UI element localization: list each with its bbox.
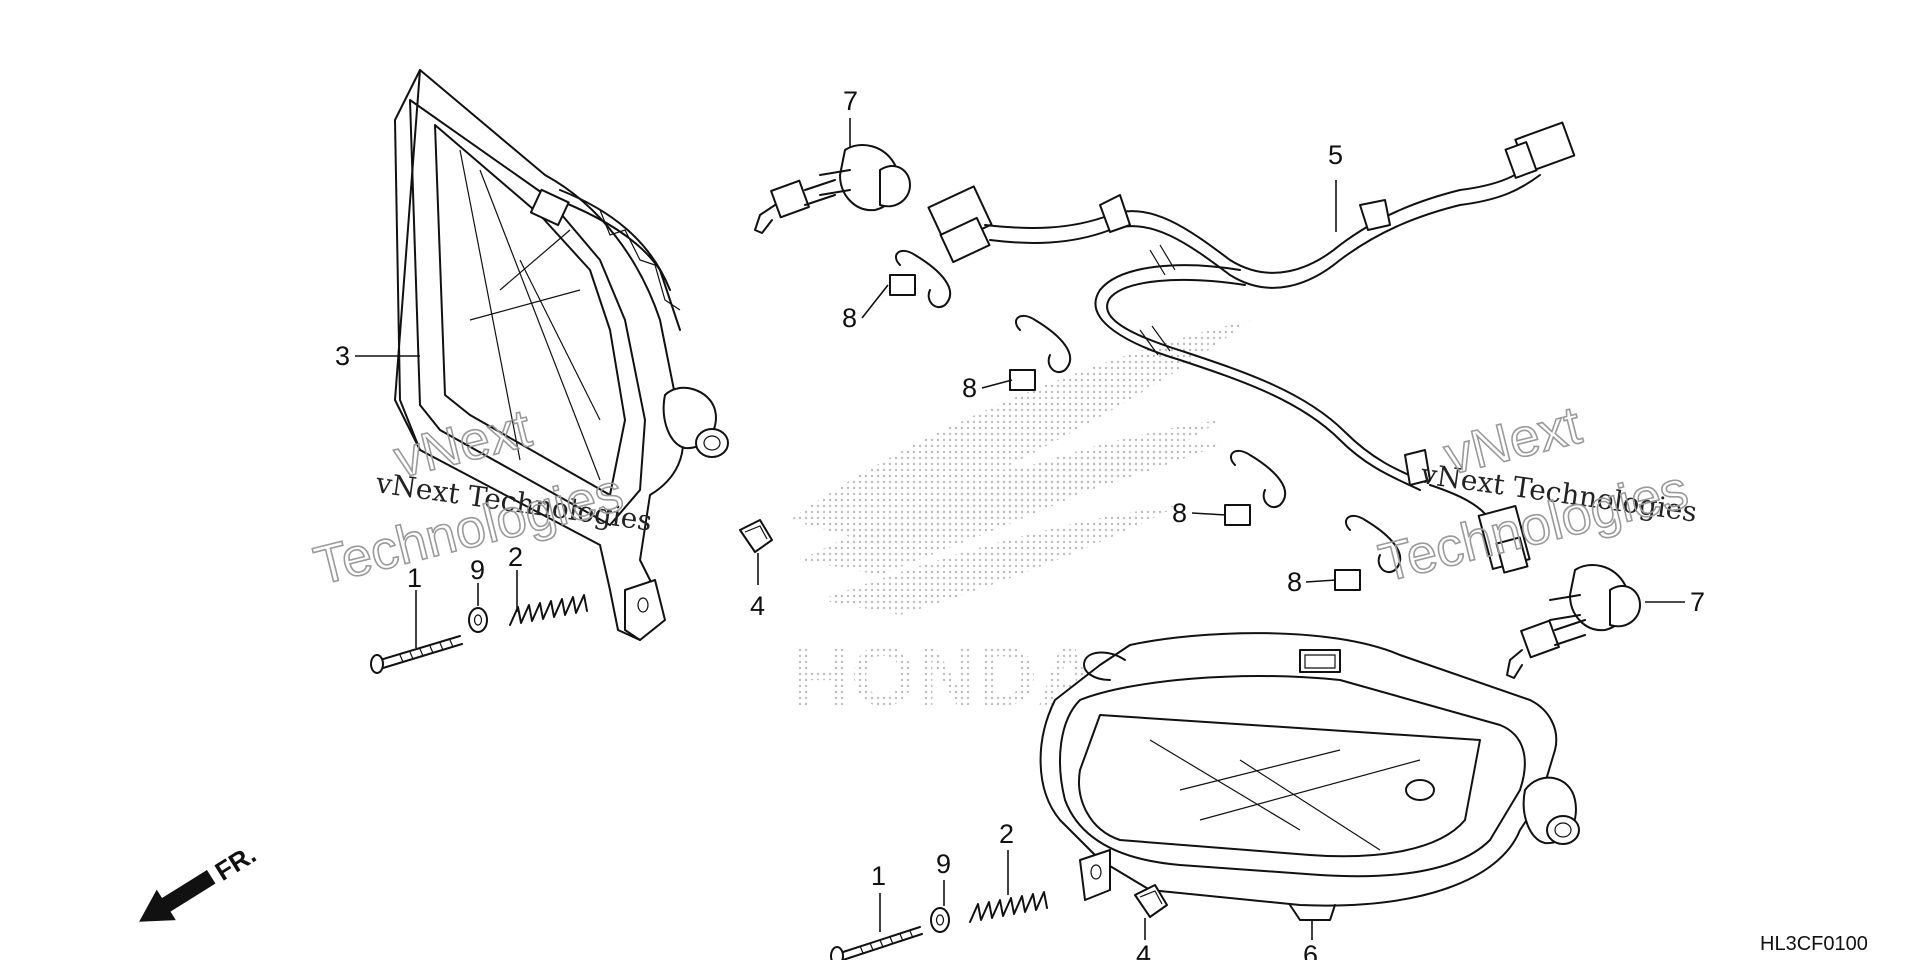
front-direction-arrow: FR. [139,839,261,922]
callout-8-b: 8 [962,373,977,403]
callout-2-left: 2 [508,542,523,572]
screw-left[interactable] [370,635,463,674]
headlight-left[interactable] [394,69,729,641]
callout-2-bottom: 2 [999,819,1014,849]
callout-1-left: 1 [407,563,422,593]
callout-5: 5 [1328,140,1343,170]
screw-bottom[interactable] [830,926,923,960]
callout-4-left: 4 [750,591,765,621]
callout-4-bottom: 4 [1136,940,1151,960]
callout-3: 3 [335,341,350,371]
front-direction-label: FR. [210,839,261,887]
callout-9-left: 9 [470,555,485,585]
clip-c[interactable] [1224,449,1287,526]
honda-brand-text: HONDA [790,629,1098,723]
bulb-left[interactable] [754,144,911,234]
callout-8-c: 8 [1172,498,1187,528]
callout-7-right: 7 [1690,587,1705,617]
clip-a[interactable] [889,249,952,309]
headlight-left-socket [662,386,729,458]
callout-7-left: 7 [843,86,858,116]
washer-left[interactable] [468,607,488,633]
nut-b[interactable] [1134,884,1168,918]
headlight-right[interactable] [1039,632,1580,921]
callout-6: 6 [1303,940,1318,960]
honda-wing-logo: HONDA [790,320,1250,723]
wire-harness[interactable] [927,121,1576,574]
spring-bottom[interactable] [969,891,1048,923]
callout-8-a: 8 [842,303,857,333]
headlight-right-socket [1522,776,1580,845]
washer-bottom[interactable] [930,907,950,933]
nut-a[interactable] [739,519,773,553]
bulb-right[interactable] [1506,564,1641,679]
callout-8-d: 8 [1287,567,1302,597]
spring-left[interactable] [509,594,588,626]
callout-1-bottom: 1 [871,861,886,891]
callout-9-bottom: 9 [936,849,951,879]
watermark-right: vNext Technologies vNext Technologies [1373,394,1699,594]
diagram-code: HL3CF0100 [1760,933,1868,955]
leader-lines [355,118,1685,940]
